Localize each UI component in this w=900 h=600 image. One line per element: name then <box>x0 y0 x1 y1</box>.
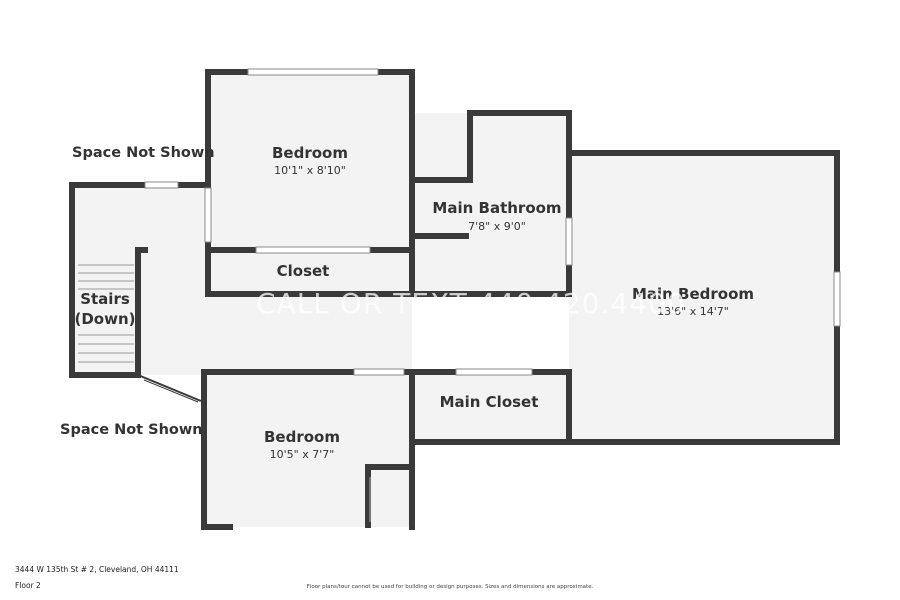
main-bathroom-name: Main Bathroom <box>432 199 561 217</box>
disclaimer: Floor plans/tour cannot be used for buil… <box>306 584 594 590</box>
floor-label: Floor 2 <box>15 581 41 590</box>
stairs-treads <box>78 264 134 363</box>
room-labels: Bedroom 10'1" x 8'10" Closet Main Bathro… <box>74 144 754 461</box>
space-not-shown-top: Space Not Shown <box>72 145 215 161</box>
angled-wall <box>137 374 202 403</box>
bedroom-bottom-dims: 10'5" x 7'7" <box>270 448 335 461</box>
main-bedroom-name: Main Bedroom <box>632 285 754 303</box>
main-bathroom-dims: 7'8" x 9'0" <box>468 220 526 233</box>
walls <box>69 69 840 530</box>
stairs-label-line2: (Down) <box>74 310 135 328</box>
bedroom-top-name: Bedroom <box>272 144 348 162</box>
bedroom-top-dims: 10'1" x 8'10" <box>274 164 346 177</box>
property-address: 3444 W 135th St # 2, Cleveland, OH 44111 <box>15 565 179 574</box>
main-closet-name: Main Closet <box>440 393 539 411</box>
space-not-shown-bottom: Space Not Shown <box>60 422 203 438</box>
bedroom-bottom-name: Bedroom <box>264 428 340 446</box>
closet-name: Closet <box>277 262 330 280</box>
floor-fills <box>72 72 837 527</box>
windows <box>144 68 841 522</box>
stairs-label-line1: Stairs <box>80 290 130 308</box>
watermark: CALL OR TEXT 440.420.4400 <box>256 287 686 320</box>
main-bedroom-dims: 13'6" x 14'7" <box>657 305 729 318</box>
